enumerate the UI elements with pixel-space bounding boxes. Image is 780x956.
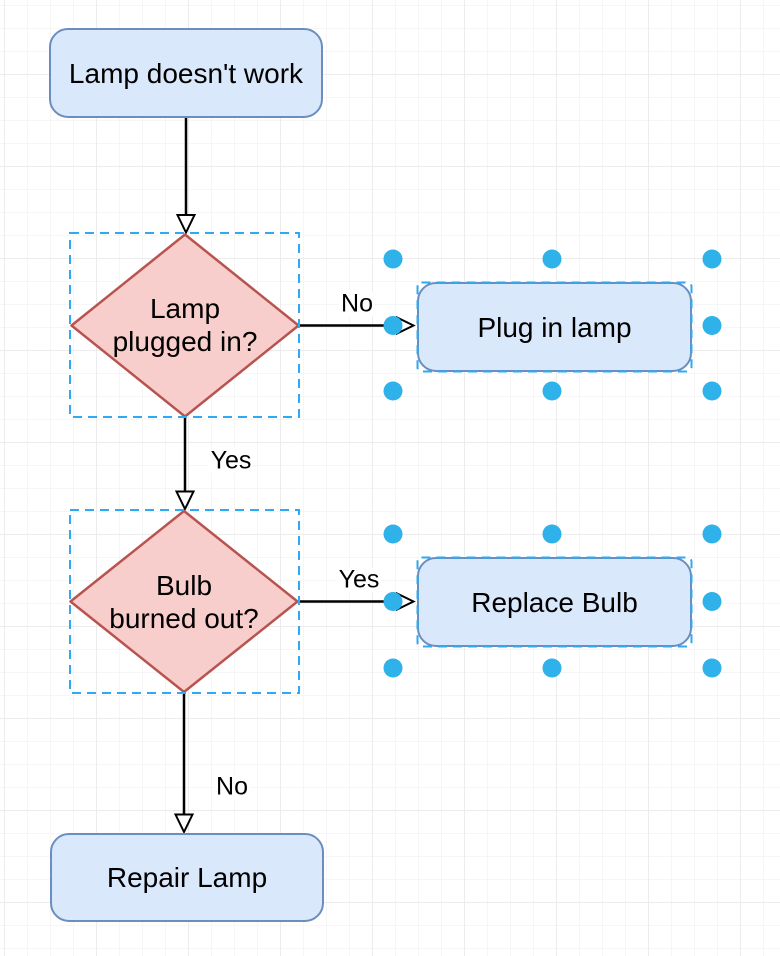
decision-label-line: Lamp [149,293,221,324]
selection-handle[interactable] [542,524,562,544]
node-label: Lamp doesn't work [68,57,304,89]
node-label: Plug in lamp [477,311,632,343]
selection-outline-decision-plugged [69,232,300,418]
edge-decision2-to-replace[interactable] [298,591,416,612]
node-label: Repair Lamp [106,862,268,893]
edge-label-no[interactable]: No [339,289,375,318]
arrowhead-icon [396,315,416,336]
decision-label-line: plugged in? [112,326,258,357]
selection-handle[interactable] [702,316,722,335]
selection-handle[interactable] [383,658,403,678]
selection-handle[interactable] [702,249,722,269]
edge-label-yes[interactable]: Yes [336,565,382,594]
decision-label-line: Bulb [155,569,213,601]
arrowhead-icon [396,591,416,612]
edge-decision2-to-repair[interactable] [173,692,195,835]
selection-handle[interactable] [542,249,562,269]
selection-handle[interactable] [383,381,403,401]
edge-start-to-decision1[interactable] [175,118,197,235]
node-replace-bulb[interactable]: Replace Bulb [417,557,692,647]
edge-decision1-to-decision2[interactable] [174,417,196,512]
selection-handle[interactable] [702,658,722,678]
decision-plugged-label: Lamp plugged in? [70,233,300,417]
decision-bulb-label: Bulb burned out? [70,510,298,693]
edge-label-yes[interactable]: Yes [208,446,254,475]
selection-handle[interactable] [702,592,722,611]
selection-handle[interactable] [702,524,722,544]
selection-handle[interactable] [383,316,403,335]
selection-handle[interactable] [383,249,403,269]
selection-handle[interactable] [702,381,722,401]
node-start[interactable]: Lamp doesn't work [49,28,323,118]
selection-handle[interactable] [383,592,403,611]
node-label: Replace Bulb [471,586,638,618]
decision-label-line: burned out? [109,602,259,634]
selection-outline-decision-bulb [69,509,300,694]
node-plug-in-lamp[interactable]: Plug in lamp [417,282,692,372]
edge-decision1-to-plug[interactable] [300,315,416,336]
selection-handle[interactable] [542,658,562,678]
arrowhead-icon [175,214,197,235]
decision-plugged-shape[interactable] [70,233,300,418]
arrowhead-icon [174,490,196,512]
edge-label-no[interactable]: No [214,772,250,801]
arrowhead-icon [173,813,195,835]
decision-bulb-shape[interactable] [69,509,299,694]
selection-handle[interactable] [542,381,562,401]
node-repair-lamp[interactable]: Repair Lamp [50,833,324,922]
selection-handle[interactable] [383,524,403,544]
